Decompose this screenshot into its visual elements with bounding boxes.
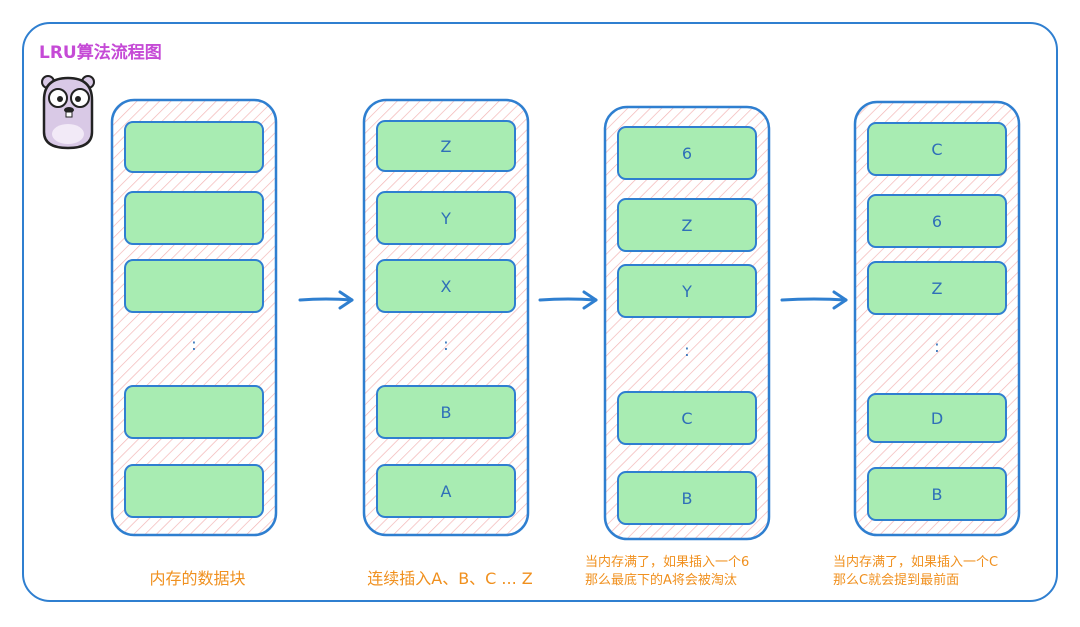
data-block-box (867, 194, 1007, 248)
caption-insert-6-line-1: 当内存满了，如果插入一个6 (585, 555, 750, 570)
data-block-box (376, 120, 516, 172)
data-block-label: B (932, 485, 943, 504)
caption-insert-6: 当内存满了，如果插入一个6 那么最底下的A将会被淘汰 (585, 554, 785, 590)
diagram-title: LRU算法流程图 (39, 43, 162, 63)
data-block (124, 259, 264, 313)
data-block-box (867, 467, 1007, 521)
data-block-box (124, 464, 264, 518)
data-block-box (124, 385, 264, 439)
data-block-label: A (441, 482, 452, 501)
ellipsis-marker: : (443, 335, 448, 354)
arrow-right-icon (780, 290, 848, 310)
caption-insert-c-line-1: 当内存满了，如果插入一个C (833, 555, 999, 570)
data-block-box (376, 191, 516, 245)
ellipsis-marker: : (684, 341, 689, 360)
data-block-label: C (931, 140, 942, 159)
caption-insert-6-line-2: 那么最底下的A将会被淘汰 (585, 573, 737, 588)
data-block-box (617, 471, 757, 525)
data-block-box (867, 261, 1007, 315)
memory-column: Z Y X: B A (362, 98, 530, 537)
data-block-box (867, 122, 1007, 176)
data-block: X (376, 259, 516, 313)
data-block: Z (867, 261, 1007, 315)
data-block-label: C (681, 409, 692, 428)
data-block-box (124, 191, 264, 245)
data-block-box (376, 259, 516, 313)
data-block (124, 191, 264, 245)
data-block (124, 464, 264, 518)
data-block: A (376, 464, 516, 518)
caption-insert-c: 当内存满了，如果插入一个C 那么C就会提到最前面 (833, 554, 1043, 590)
data-block: 6 (617, 126, 757, 180)
data-block-box (617, 198, 757, 252)
data-block-label: B (682, 489, 693, 508)
data-block-box (376, 464, 516, 518)
data-block-label: Y (681, 282, 692, 301)
arrow-right-icon (538, 290, 598, 310)
data-block: D (867, 393, 1007, 443)
caption-insert-sequence: 连续插入A、B、C ... Z (367, 569, 533, 588)
data-block: Y (617, 264, 757, 318)
data-block-box (617, 391, 757, 445)
memory-column: C 6Z: D B (853, 100, 1021, 537)
data-block-label: Y (440, 209, 451, 228)
data-block-box (867, 393, 1007, 443)
data-block: B (867, 467, 1007, 521)
data-block-label: Z (682, 216, 693, 235)
data-block: B (617, 471, 757, 525)
data-block-label: 6 (682, 144, 692, 163)
diagram-frame (22, 22, 1058, 602)
data-block: 6 (867, 194, 1007, 248)
arrow-right-icon (298, 290, 354, 310)
data-block-box (124, 121, 264, 173)
ellipsis-marker: : (191, 335, 196, 354)
data-block-box (376, 385, 516, 439)
data-block: Z (617, 198, 757, 252)
data-block: C (867, 122, 1007, 176)
data-block: B (376, 385, 516, 439)
data-block: Y (376, 191, 516, 245)
data-block (124, 385, 264, 439)
data-block-label: 6 (932, 212, 942, 231)
data-block-box (617, 126, 757, 180)
data-block-label: Z (441, 137, 452, 156)
memory-column: 6Z Y: C B (603, 105, 771, 541)
data-block (124, 121, 264, 173)
data-block: Z (376, 120, 516, 172)
data-block: C (617, 391, 757, 445)
gopher-mascot-icon (41, 75, 95, 150)
caption-memory-blocks: 内存的数据块 (149, 569, 246, 588)
data-block-box (124, 259, 264, 313)
data-block-label: B (441, 403, 452, 422)
data-block-label: X (441, 277, 452, 296)
data-block-label: D (931, 409, 943, 428)
memory-column: : (110, 98, 278, 537)
data-block-box (617, 264, 757, 318)
data-block-label: Z (932, 279, 943, 298)
caption-insert-c-line-2: 那么C就会提到最前面 (833, 573, 960, 588)
ellipsis-marker: : (934, 337, 939, 356)
